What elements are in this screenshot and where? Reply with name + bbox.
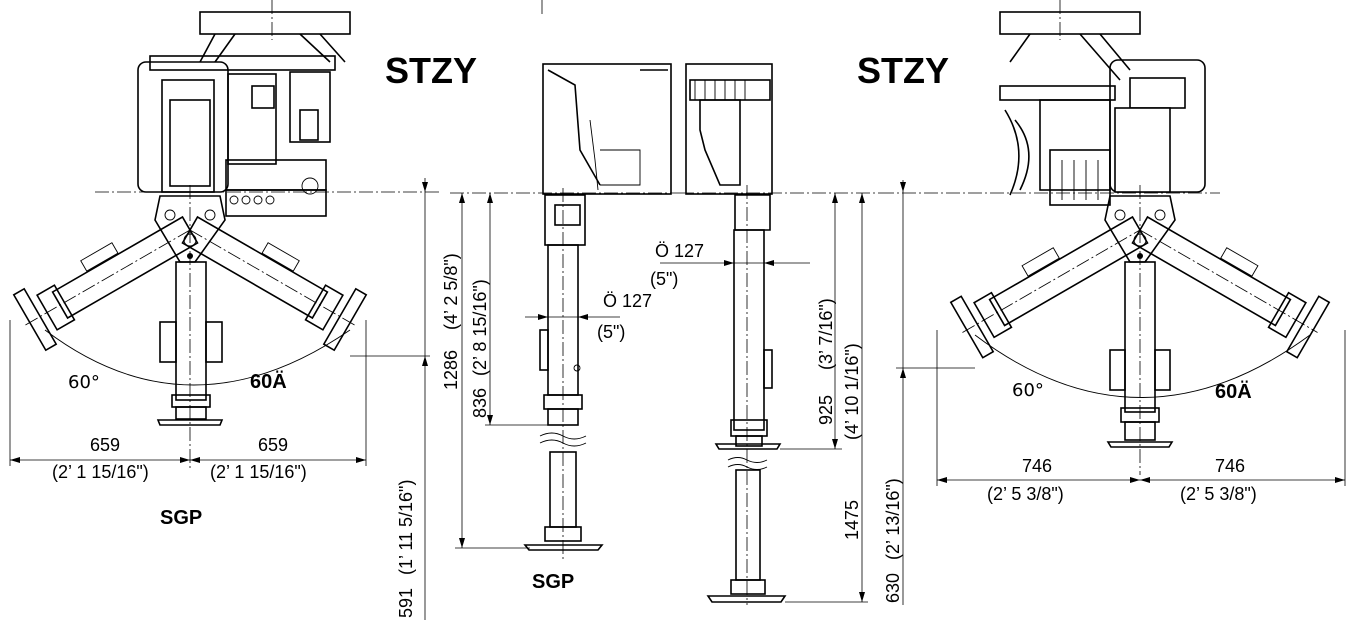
width-right-in-right: (2’ 5 3/8")	[1180, 484, 1257, 504]
total-mm-cl: 1286	[441, 350, 461, 390]
vertical-arm	[175, 261, 207, 401]
model-label-left: SGP	[160, 507, 202, 529]
height-mm-right: 630	[883, 573, 903, 603]
width-left-in-right: (2’ 5 3/8")	[987, 484, 1064, 504]
width-left-in: (2’ 1 15/16")	[52, 462, 149, 482]
diameter-mm-cr: Ö 127	[655, 241, 704, 261]
width-right-in: (2’ 1 15/16")	[210, 462, 307, 482]
right-arm	[181, 215, 368, 352]
center-right-view: Ö 127 (5") 925 (3’ 7/16") 1475 (4’ 10 1/…	[650, 63, 880, 605]
total-in-cr: (4’ 10 1/16")	[842, 343, 862, 440]
center-left-view: Ö 127 (5") 1286 (4’ 2 5/8") 836 (2’ 8 15…	[441, 0, 680, 593]
title-left: STZY	[385, 50, 477, 91]
housing-side	[542, 63, 672, 195]
angle-label-bold-right: 60Ä	[1215, 380, 1252, 403]
height-in-right: (2’ 13/16")	[883, 478, 903, 560]
upper-mm-cr: 925	[816, 395, 836, 425]
angle-label-plain-right: 60°	[1012, 380, 1044, 401]
width-left-mm: 659	[90, 435, 120, 455]
angle-arc	[44, 329, 351, 386]
diameter-in-cr: (5")	[650, 269, 678, 289]
width-left-mm-right: 746	[1022, 456, 1052, 476]
valve-block	[289, 71, 331, 143]
angle-arc-right	[974, 334, 1311, 398]
ceiling-plate-right	[999, 11, 1141, 35]
left-arm	[12, 215, 199, 352]
width-right-mm-right: 746	[1215, 456, 1245, 476]
total-mm-cr: 1475	[842, 500, 862, 540]
total-in-cl: (4’ 2 5/8")	[441, 253, 461, 330]
vertical-arm-right	[1124, 261, 1156, 413]
right-arm-right	[1131, 215, 1331, 359]
column-upper-cr	[733, 229, 765, 431]
column-lower-cr	[735, 469, 761, 581]
height-mm-left: 591	[396, 588, 416, 618]
upper-mm-cl: 836	[470, 388, 490, 418]
ceiling-plate	[199, 11, 351, 35]
right-view: 60° 60Ä 746 (2’ 5 3/8") 746 (2’ 5 3/8") …	[857, 0, 1346, 605]
housing-front	[685, 63, 773, 195]
upper-in-cl: (2’ 8 15/16")	[470, 279, 490, 376]
diameter-mm-cl: Ö 127	[603, 291, 652, 311]
height-in-left: (1’ 11 5/16")	[396, 480, 416, 575]
model-label-center: SGP	[532, 571, 574, 593]
left-view: 60° 60Ä 659 (2’ 1 15/16") 659 (2’ 1 15/1…	[9, 0, 477, 620]
fitting-block-right	[1049, 149, 1111, 206]
title-right: STZY	[857, 50, 949, 91]
width-right-mm: 659	[258, 435, 288, 455]
upper-in-cr: (3’ 7/16")	[816, 298, 836, 370]
angle-label-plain: 60°	[68, 372, 100, 393]
diameter-in-cl: (5")	[597, 322, 625, 342]
angle-label-bold: 60Ä	[250, 370, 287, 393]
